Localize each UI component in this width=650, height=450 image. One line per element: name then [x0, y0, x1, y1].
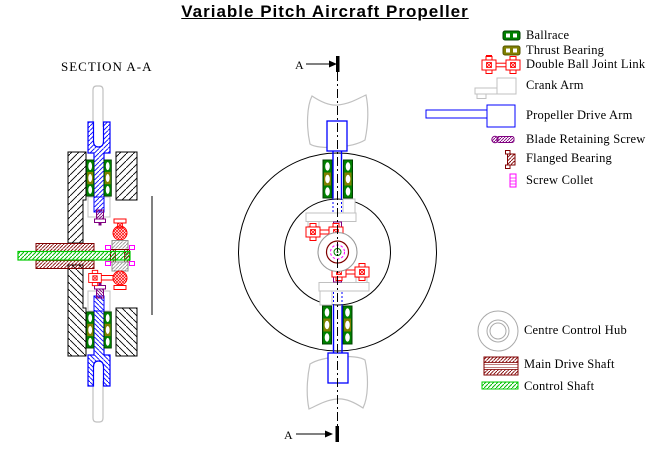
legend-label-blade-retaining-screw: Blade Retaining Screw: [526, 132, 646, 146]
legend-label-ballrace: Ballrace: [526, 28, 570, 42]
legend-label-screw-collet: Screw Collet: [526, 173, 594, 187]
legend-label-flanged-bearing: Flanged Bearing: [526, 151, 612, 165]
section-marker-bottom: A: [284, 426, 339, 442]
control-shaft-icon: [481, 381, 519, 390]
propeller-drive-arm-icon: [425, 104, 516, 128]
double-ball-joint-link-icon: [481, 55, 521, 74]
screw-collet-icon: [509, 173, 517, 188]
front-view: A A: [238, 56, 437, 442]
centre-control-hub-icon: [477, 310, 519, 352]
legend-label-propeller-drive-arm: Propeller Drive Arm: [526, 108, 633, 122]
lower-ball-joint-link: [88, 261, 129, 290]
legend-label-control-shaft: Control Shaft: [524, 379, 595, 393]
thrust-bearing-icon: [502, 45, 521, 56]
crank-arm-icon: [474, 77, 517, 99]
legend-label-thrust-bearing: Thrust Bearing: [526, 43, 605, 57]
page-title: Variable Pitch Aircraft Propeller: [181, 2, 469, 21]
blade-retaining-screw-icon: [491, 135, 515, 144]
main-drive-shaft-icon: [483, 356, 519, 376]
section-view: [17, 86, 153, 422]
screw-collets: [105, 245, 135, 266]
legend-label-double-ball-joint-link: Double Ball Joint Link: [526, 57, 646, 71]
section-marker-top-label: A: [295, 58, 304, 72]
legend-label-centre-control-hub: Centre Control Hub: [524, 323, 627, 337]
flanged-bearing-icon: [505, 150, 516, 169]
legend-icons: [425, 30, 521, 390]
legend-label-crank-arm: Crank Arm: [526, 78, 584, 92]
ballrace-icon: [502, 30, 521, 41]
section-marker-bottom-label: A: [284, 428, 293, 442]
legend-label-main-drive-shaft: Main Drive Shaft: [524, 357, 615, 371]
section-marker-top: A: [295, 56, 340, 72]
section-view-label: SECTION A-A: [61, 59, 153, 74]
control-shaft: [17, 250, 131, 261]
